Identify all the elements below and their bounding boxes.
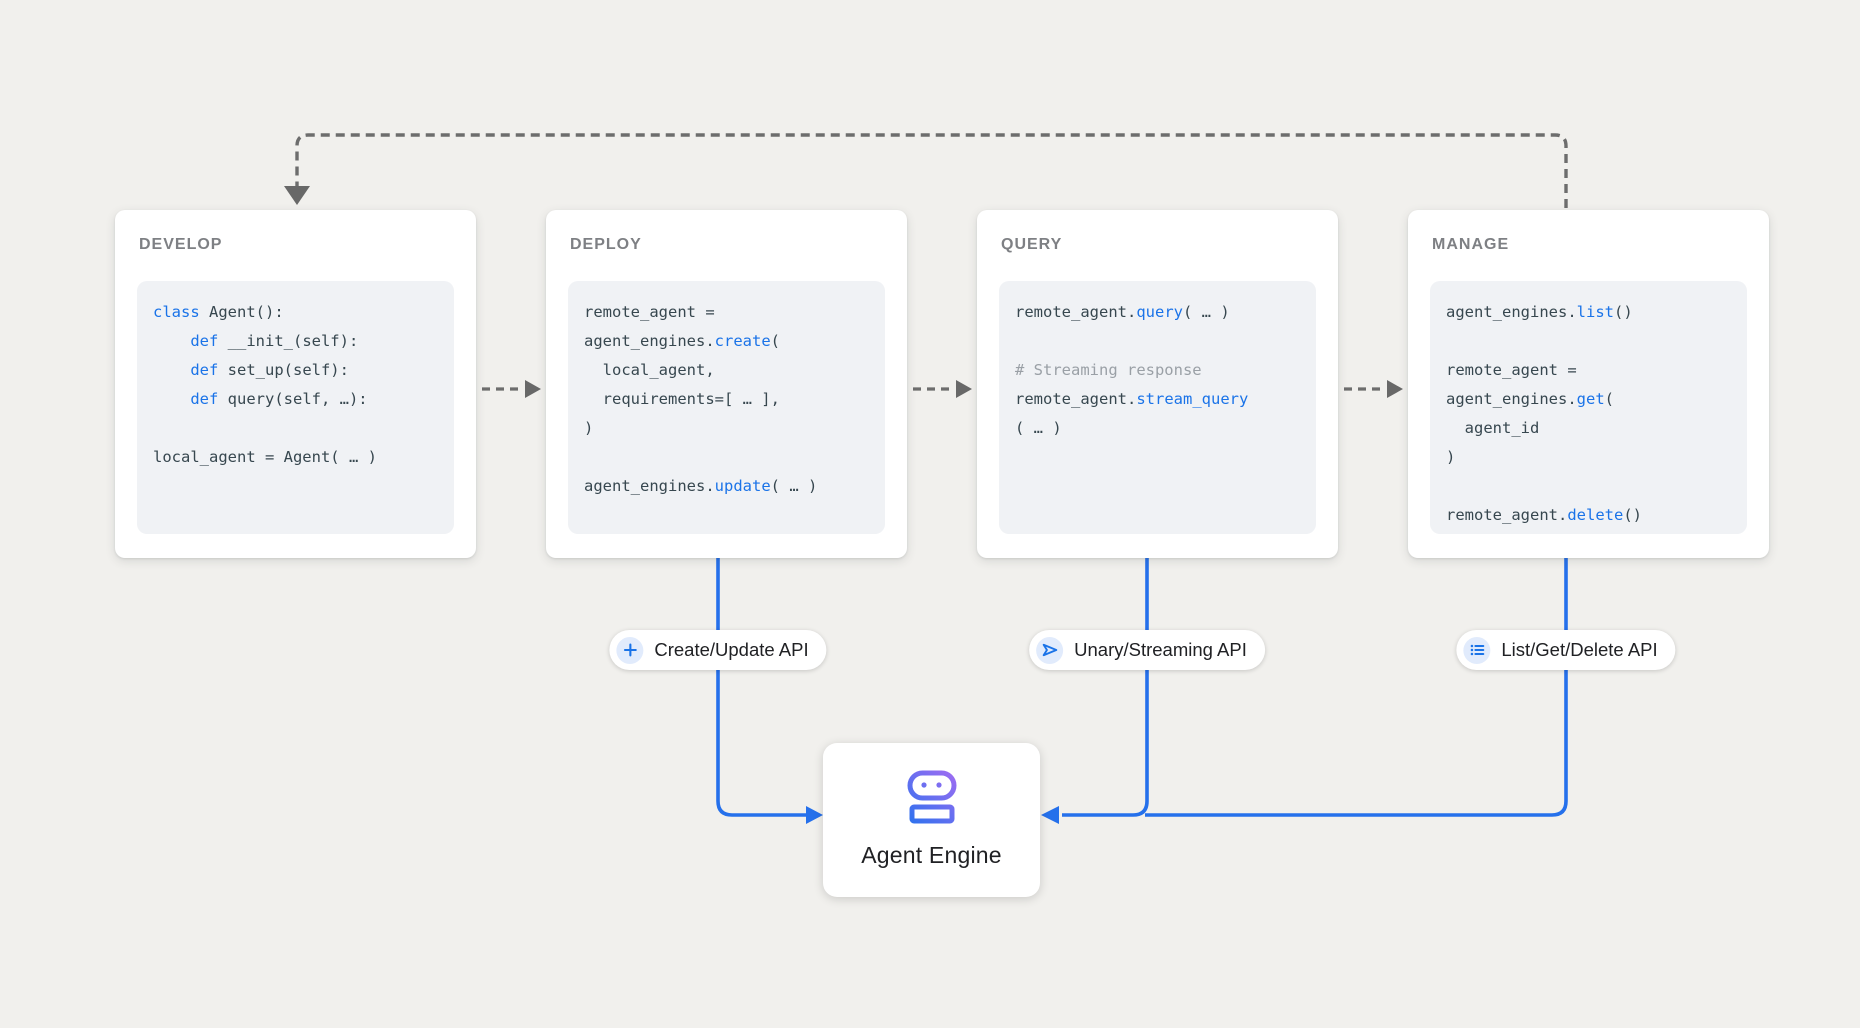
badge-create-update-api: Create/Update API (609, 630, 827, 670)
develop-arrowhead-down-icon (284, 186, 310, 205)
engine-right-arrowhead-icon (1041, 806, 1059, 824)
code-block-develop: class Agent(): def __init_(self): def se… (137, 281, 454, 534)
badge-label: Create/Update API (654, 639, 809, 660)
code-line: def query(self, …): (190, 390, 368, 408)
deploy-to-engine-line (716, 558, 806, 817)
query-to-engine-line (1062, 558, 1149, 817)
code-line (584, 443, 869, 472)
code-block-manage: agent_engines.list() remote_agent = agent_… (1430, 281, 1747, 534)
list-icon (1463, 636, 1491, 664)
code-line: remote_agent = (584, 303, 715, 321)
code-line: agent_engines.list() (1446, 303, 1633, 321)
engine-left-arrowhead-icon (806, 806, 823, 824)
code-line: def __init_(self): (190, 332, 359, 350)
card-title-manage: MANAGE (1432, 236, 1510, 253)
code-line (1446, 472, 1731, 501)
code-block-deploy: remote_agent = agent_engines.create( loca… (568, 281, 885, 534)
code-line: remote_agent = (1446, 361, 1577, 379)
code-line (1015, 327, 1300, 356)
code-line: requirements=[ … ], (584, 390, 780, 408)
code-line: local_agent = Agent( … ) (153, 448, 377, 466)
card-deploy: DEPLOY remote_agent = agent_engines.creat… (546, 210, 907, 558)
code-line: ) (1446, 448, 1456, 466)
code-line: ) (584, 419, 594, 437)
deploy-to-query-arrowhead-icon (956, 380, 972, 398)
code-line: remote_agent.stream_query (1015, 390, 1249, 408)
badge-label: Unary/Streaming API (1074, 639, 1247, 660)
code-line: remote_agent.delete() (1446, 506, 1642, 524)
develop-to-deploy-arrowhead-icon (525, 380, 541, 398)
code-line (153, 414, 438, 443)
code-line: local_agent, (584, 361, 715, 379)
badge-unary-streaming-api: Unary/Streaming API (1029, 630, 1265, 670)
agent-engine-label: Agent Engine (861, 842, 1002, 868)
code-line: # Streaming response (1015, 361, 1202, 379)
code-line: agent_engines.update( … ) (584, 477, 818, 495)
send-icon (1036, 636, 1064, 664)
code-line: agent_engines.get( (1446, 390, 1614, 408)
code-line (1446, 327, 1731, 356)
card-title-deploy: DEPLOY (570, 236, 642, 253)
query-to-manage-arrowhead-icon (1387, 380, 1403, 398)
robot-icon (907, 770, 957, 829)
card-query: QUERY remote_agent.query( … ) # Streaming… (977, 210, 1338, 558)
card-manage: MANAGE agent_engines.list() remote_agent … (1408, 210, 1769, 558)
manage-to-develop-dashed-line (295, 133, 1568, 208)
code-line: class Agent(): (153, 303, 284, 321)
plus-icon (616, 636, 644, 664)
badge-label: List/Get/Delete API (1501, 639, 1658, 660)
agent-engine-node: Agent Engine (823, 743, 1040, 897)
badge-list-get-delete-api: List/Get/Delete API (1456, 630, 1676, 670)
code-line: def set_up(self): (190, 361, 349, 379)
code-block-query: remote_agent.query( … ) # Streaming respo… (999, 281, 1316, 534)
card-title-develop: DEVELOP (139, 236, 223, 253)
code-line: agent_id (1446, 419, 1540, 437)
code-line: remote_agent.query( … ) (1015, 303, 1230, 321)
manage-to-engine-line (1145, 558, 1568, 817)
code-line: agent_engines.create( (584, 332, 780, 350)
code-line: ( … ) (1015, 419, 1062, 437)
card-develop: DEVELOP class Agent(): def __init_(self)… (115, 210, 476, 558)
card-title-query: QUERY (1001, 236, 1063, 253)
